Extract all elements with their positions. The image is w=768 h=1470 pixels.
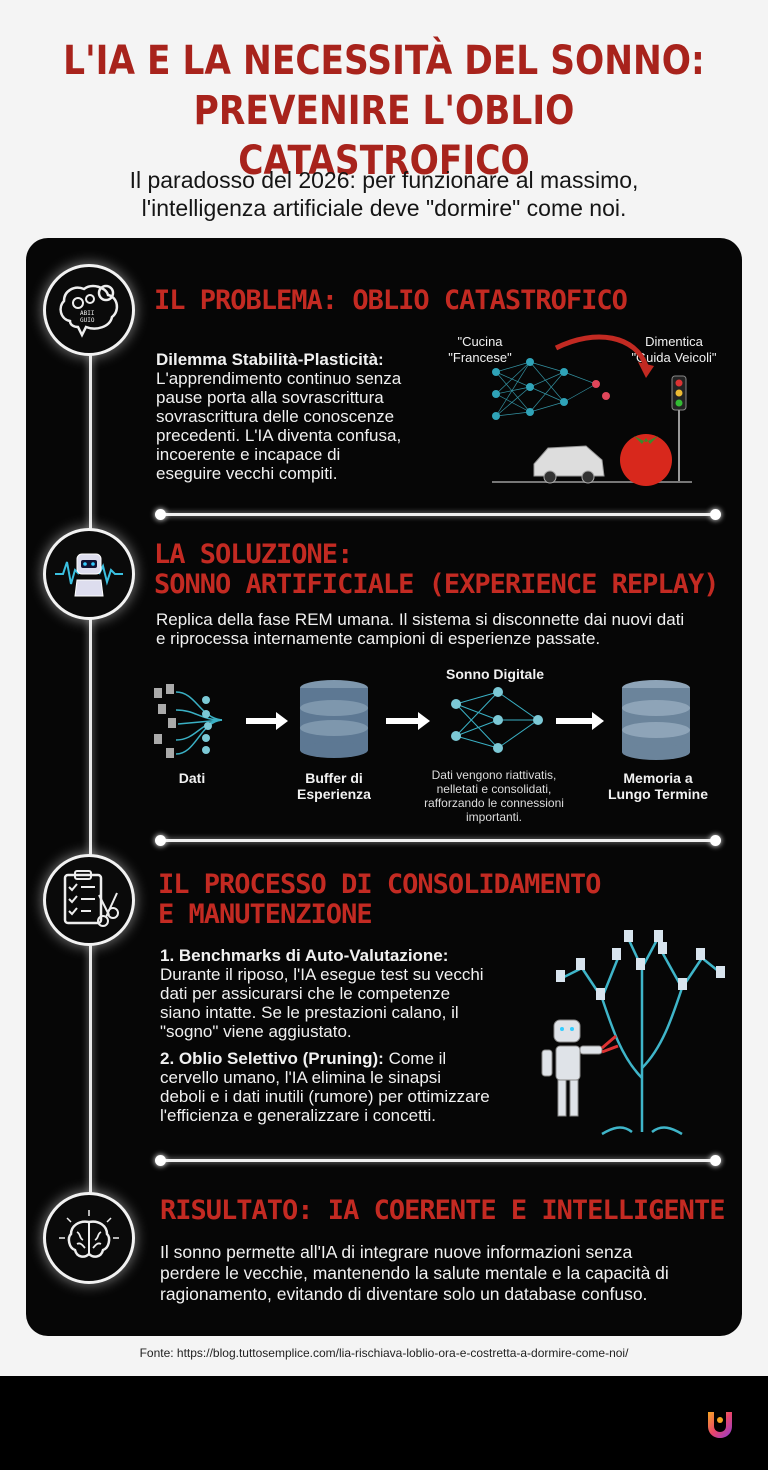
section1-heading: Dilemma Stabilità-Plasticità: [156, 350, 384, 369]
bottom-bar [0, 1376, 768, 1470]
page-title: L'IA E LA NECESSITÀ DEL SONNO: PREVENIRE… [63, 38, 705, 184]
robot-pruning-tree-illustration [541, 930, 725, 1136]
source-link[interactable]: Fonte: https://blog.tuttosemplice.com/li… [139, 1346, 629, 1360]
sonno-digitale-label: Sonno Digitale [446, 666, 544, 682]
section3-title: IL PROCESSO DI CONSOLIDAMENTO E MANUTENZ… [158, 869, 601, 930]
flow-buffer-label: Buffer di Esperienza [297, 770, 371, 802]
divider-3 [155, 1155, 721, 1166]
experience-replay-flow [154, 680, 690, 760]
forgetting-illustration [492, 334, 692, 486]
page-subtitle: Il paradosso del 2026: per funzionare al… [129, 167, 639, 221]
section2-text: Replica della fase REM umana. Il sistema… [156, 610, 685, 648]
svg-text:ABII: ABII [80, 310, 95, 317]
divider-1 [155, 509, 721, 520]
robot-wave-svg [55, 553, 123, 597]
timeline-line [89, 298, 92, 1228]
section3-text: 1. Benchmarks di Auto-Valutazione: Duran… [160, 946, 530, 1125]
item1-heading: 1. Benchmarks di Auto-Valutazione: [160, 946, 449, 965]
svg-text:GUIO: GUIO [80, 317, 95, 324]
divider-2 [155, 835, 721, 846]
checklist-svg [63, 870, 119, 927]
item2-heading: 2. Oblio Selettivo (Pruning): [160, 1049, 384, 1068]
robot-wave-icon [43, 528, 135, 620]
brain-gears-icon: ABII GUIO [43, 264, 135, 356]
flow-dati-label: Dati [178, 770, 206, 786]
label-cucina-francese: "Cucina "Francese" [448, 334, 512, 365]
flow-desc-label: Dati vengono riattivatis, nelletati e co… [424, 768, 564, 824]
brand-logo-icon [708, 1412, 732, 1438]
brain-gears-svg: ABII GUIO [59, 284, 119, 338]
section1-title: IL PROBLEMA: OBLIO CATASTROFICO [154, 285, 628, 316]
section1-text: Dilemma Stabilità-Plasticità: L'apprendi… [156, 350, 426, 483]
section4-text: Il sonno permette all'IA di integrare nu… [160, 1242, 669, 1304]
brain-icon [43, 1192, 135, 1284]
checklist-scissors-icon [43, 854, 135, 946]
infographic-panel: ABII GUIO IL PROBLEMA: OBLIO CATASTROFIC… [26, 238, 742, 1336]
section2-title: LA SOLUZIONE: SONNO ARTIFICIALE (EXPERIE… [154, 539, 719, 600]
section4-title: RISULTATO: IA COERENTE E INTELLIGENTE [160, 1195, 725, 1226]
label-dimentica-guida: Dimentica "Guida Veicoli" [631, 334, 717, 365]
brain-svg [59, 1210, 119, 1258]
flow-memoria-label: Memoria a Lungo Termine [607, 770, 709, 802]
